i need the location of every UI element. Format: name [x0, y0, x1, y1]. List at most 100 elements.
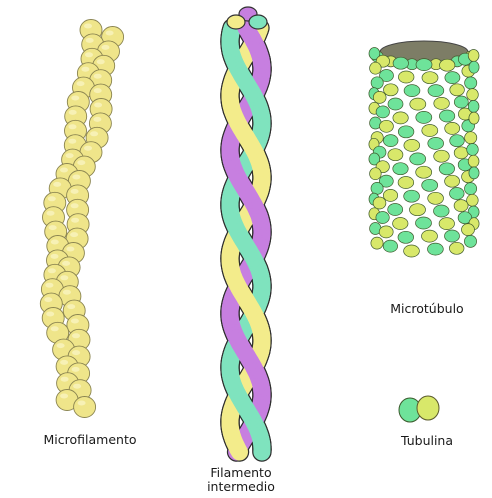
tubulin-subunit [467, 89, 479, 101]
strand-yellow-cap [227, 15, 245, 29]
actin-bead-highlight [57, 343, 65, 348]
tubulin-subunit [449, 242, 464, 254]
actin-bead-highlight [72, 175, 80, 180]
tubulin-subunit [379, 226, 393, 238]
tubulin-subunit [434, 97, 450, 109]
tubulin-subunit [416, 111, 432, 123]
actin-bead-highlight [61, 377, 69, 382]
tubulin-subunit [422, 125, 438, 137]
tubulin-subunit [383, 135, 398, 147]
tubulin-subunit [393, 112, 408, 124]
actin-bead-highlight [85, 52, 93, 57]
tubulin-subunit [404, 245, 420, 257]
actin-bead-highlight [51, 254, 59, 259]
actin-bead-highlight [48, 196, 56, 201]
actin-bead-highlight [63, 290, 71, 295]
microtubule-cylinder [369, 41, 479, 257]
actin-bead-highlight [45, 283, 53, 288]
tubulin-subunit [439, 110, 454, 122]
tubulin-subunit [450, 188, 465, 200]
tubulin-subunit [422, 179, 438, 191]
actin-bead-highlight [49, 225, 57, 230]
actin-bead-highlight [86, 38, 94, 43]
tubulin-subunit [379, 120, 393, 132]
actin-bead-highlight [60, 360, 68, 365]
actin-bead-highlight [71, 203, 79, 208]
actin-bead-highlight [77, 81, 85, 86]
actin-bead-highlight [94, 74, 102, 79]
tubulin-subunit [440, 59, 455, 71]
tubulin-subunit [404, 139, 420, 151]
actin-bead-highlight [71, 319, 79, 324]
tubulin-subunit [388, 98, 403, 110]
tubulin-subunit [454, 96, 468, 108]
tubulin-subunit [384, 84, 399, 96]
tubulin-subunit [454, 147, 468, 159]
actin-bead-highlight [72, 367, 80, 372]
strand-yellow [238, 449, 240, 452]
actin-bead-highlight [72, 333, 80, 338]
tubulin-subunit [404, 190, 420, 202]
strand-green-cap [249, 15, 267, 29]
tubulin-subunit [445, 122, 460, 134]
actin-bead-highlight [68, 139, 76, 144]
actin-bead-highlight [94, 103, 102, 108]
tubulin-subunit [376, 106, 389, 118]
actin-bead-highlight [66, 153, 74, 158]
tubulin-subunit [383, 189, 397, 201]
actin-bead-highlight [60, 275, 68, 280]
actin-bead-highlight [84, 24, 92, 29]
tubulin-subunit [468, 155, 479, 167]
tubulin-subunit [465, 183, 477, 195]
tubulin-subunit [416, 59, 432, 71]
actin-bead-highlight [94, 88, 102, 93]
intermediate-filament-label-line1: Filamento [186, 466, 296, 480]
tubulin-subunit [373, 197, 386, 209]
tubulin-subunit [439, 163, 454, 175]
tubulin-subunit [428, 85, 444, 97]
actin-bead-highlight [47, 211, 55, 216]
microfilament-label: Microfilamento [30, 433, 150, 447]
tubulin-subunit [398, 177, 414, 189]
actin-bead-highlight [78, 401, 86, 406]
tubulin-subunit [445, 175, 460, 187]
tubulin-subunit [410, 204, 426, 216]
actin-bead-highlight [71, 189, 79, 194]
actin-bead-highlight [67, 304, 75, 309]
actin-bead-highlight [66, 247, 74, 252]
tubulin-subunit [388, 149, 403, 161]
tubulin-subunit [398, 231, 414, 243]
actin-bead-highlight [51, 326, 59, 331]
tubulin-subunit [371, 237, 383, 249]
strand-purple [246, 354, 248, 357]
actin-bead-highlight [90, 131, 98, 136]
tubulin-subunit [434, 150, 450, 162]
strand-purple [245, 190, 247, 193]
strand-yellow [245, 298, 247, 301]
tubulin-subunit [370, 62, 382, 74]
tubulin-subunit [428, 192, 444, 204]
strand-green [246, 245, 248, 248]
tubulin-subunit [398, 126, 414, 138]
intermediate-filament-label: Filamento intermedio [186, 466, 296, 494]
actin-bead-highlight [73, 384, 81, 389]
tubulin-subunit [373, 91, 386, 103]
actin-bead-highlight [71, 96, 79, 101]
tubulin-subunit [393, 163, 408, 175]
actin-bead-highlight [70, 232, 78, 237]
tubulin-subunit [428, 137, 444, 149]
tubulin-subunit [383, 240, 397, 252]
tubulin-subunit [439, 218, 454, 230]
tubulin-subunit [468, 50, 479, 62]
tubulin-dimer [399, 396, 439, 422]
tubulin-subunit [464, 235, 476, 247]
tubulin-subunit [370, 168, 382, 180]
tubulin-subunit [468, 100, 479, 112]
actin-bead-highlight [84, 146, 92, 151]
actin-bead-highlight [62, 261, 70, 266]
tubulin-subunit [398, 71, 414, 83]
actin-bead-highlight [51, 240, 59, 245]
actin-bead-highlight [102, 45, 110, 50]
tubulin-subunit [445, 72, 460, 84]
